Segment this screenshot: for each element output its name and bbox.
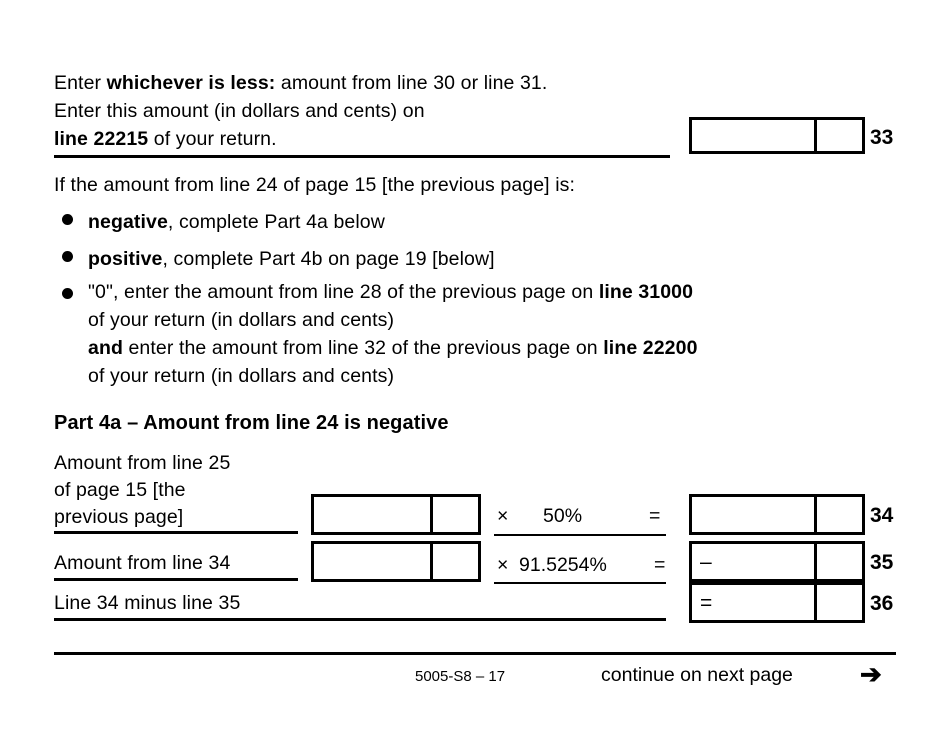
intro-paragraph: Enter whichever is less: amount from lin… [54, 69, 547, 153]
row-34-operator-underline [494, 534, 666, 536]
zero-line-3: and enter the amount from line 32 of the… [88, 334, 698, 362]
intro-underline [54, 155, 670, 158]
row-34-multiply-symbol: × [497, 505, 509, 527]
input-box-row-34-dollars[interactable] [314, 497, 433, 532]
bullet-item-positive: positive, complete Part 4b on page 19 [b… [88, 245, 495, 273]
bullet-item-negative: negative, complete Part 4a below [88, 208, 385, 236]
row-35-label-line-1: Amount from line 34 [54, 552, 231, 574]
intro-line1-bold: whichever is less: [106, 72, 276, 94]
bullet-positive-rest: , complete Part 4b on page 19 [below] [162, 248, 495, 270]
amount-box-33-cents[interactable] [817, 120, 862, 151]
amount-box-34-dollars[interactable] [692, 497, 817, 532]
input-box-row-35[interactable] [311, 541, 481, 582]
zero-line-4: of your return (in dollars and cents) [88, 365, 395, 387]
row-35-rate: 91.5254% [519, 554, 607, 576]
bullet-item-zero: "0", enter the amount from line 28 of th… [88, 278, 698, 390]
amount-box-35-minus-sign: – [700, 550, 712, 573]
amount-box-36-equals-sign: = [700, 591, 713, 614]
zero-line1-bold: line 31000 [598, 281, 694, 303]
amount-box-34-cents[interactable] [817, 497, 862, 532]
right-arrow-icon: ➔ [860, 659, 882, 689]
intro-line3-bold: line 22215 [54, 128, 149, 150]
row-36-label-underline [54, 618, 666, 621]
amount-box-36[interactable]: = [689, 582, 865, 623]
box-number-35: 35 [870, 551, 894, 574]
continue-on-next-page-label: continue on next page [601, 664, 793, 686]
zero-line-2: of your return (in dollars and cents) [88, 309, 395, 331]
zero-line3-mid: enter the amount from line 32 of the pre… [122, 337, 604, 359]
zero-line3-bold-end: line 22200 [603, 337, 698, 359]
input-box-row-35-cents[interactable] [433, 544, 478, 579]
row-35-multiply-symbol: × [497, 554, 509, 576]
row-36-label-line-1: Line 34 minus line 35 [54, 592, 241, 614]
intro-line-1: Enter whichever is less: amount from lin… [54, 69, 547, 97]
footer-divider [54, 652, 896, 655]
condition-lead-in: If the amount from line 24 of page 15 [t… [54, 174, 576, 196]
amount-box-35-cents[interactable] [817, 544, 862, 579]
intro-line-2: Enter this amount (in dollars and cents)… [54, 100, 425, 122]
box-number-33: 33 [870, 126, 894, 149]
row-35-operator-underline [494, 582, 666, 584]
bullet-negative-rest: , complete Part 4a below [167, 211, 385, 233]
input-box-row-35-dollars[interactable] [314, 544, 433, 579]
amount-box-33-dollars[interactable] [692, 120, 817, 151]
amount-box-36-cents[interactable] [817, 585, 862, 620]
part-4a-heading: Part 4a – Amount from line 24 is negativ… [54, 412, 449, 434]
input-box-row-34[interactable] [311, 494, 481, 535]
form-identifier: 5005-S8 – 17 [415, 668, 506, 685]
row-34-label-line-2: of page 15 [the [54, 479, 186, 501]
bullet-negative-bold: negative [88, 211, 168, 233]
intro-line1-prefix: Enter [54, 72, 107, 94]
amount-box-36-dollars[interactable]: = [692, 585, 817, 620]
row-35-label-underline [54, 578, 298, 581]
box-number-34: 34 [870, 504, 894, 527]
row-34-label-underline [54, 531, 298, 534]
box-number-36: 36 [870, 592, 894, 615]
zero-line1-prefix: "0", enter the amount from line 28 of th… [88, 281, 599, 303]
zero-line-1: "0", enter the amount from line 28 of th… [88, 278, 698, 306]
row-34-rate: 50% [543, 505, 583, 527]
intro-line3-suffix: of your return. [148, 128, 277, 150]
bullet-dot-positive [62, 251, 73, 262]
intro-line-3: line 22215 of your return. [54, 125, 547, 153]
row-34-label-line-3: previous page] [54, 506, 184, 528]
amount-box-35-dollars[interactable]: – [692, 544, 817, 579]
zero-line3-bold-lead: and [88, 337, 123, 359]
row-34-equals-symbol: = [649, 505, 661, 527]
amount-box-35[interactable]: – [689, 541, 865, 582]
row-35-equals-symbol: = [654, 554, 666, 576]
bullet-positive-bold: positive [88, 248, 163, 270]
bullet-dot-zero [62, 288, 73, 299]
bullet-dot-negative [62, 214, 73, 225]
amount-box-33[interactable] [689, 117, 865, 154]
input-box-row-34-cents[interactable] [433, 497, 478, 532]
intro-line1-suffix: amount from line 30 or line 31. [275, 72, 548, 94]
row-34-label-line-1: Amount from line 25 [54, 452, 231, 474]
amount-box-34[interactable] [689, 494, 865, 535]
